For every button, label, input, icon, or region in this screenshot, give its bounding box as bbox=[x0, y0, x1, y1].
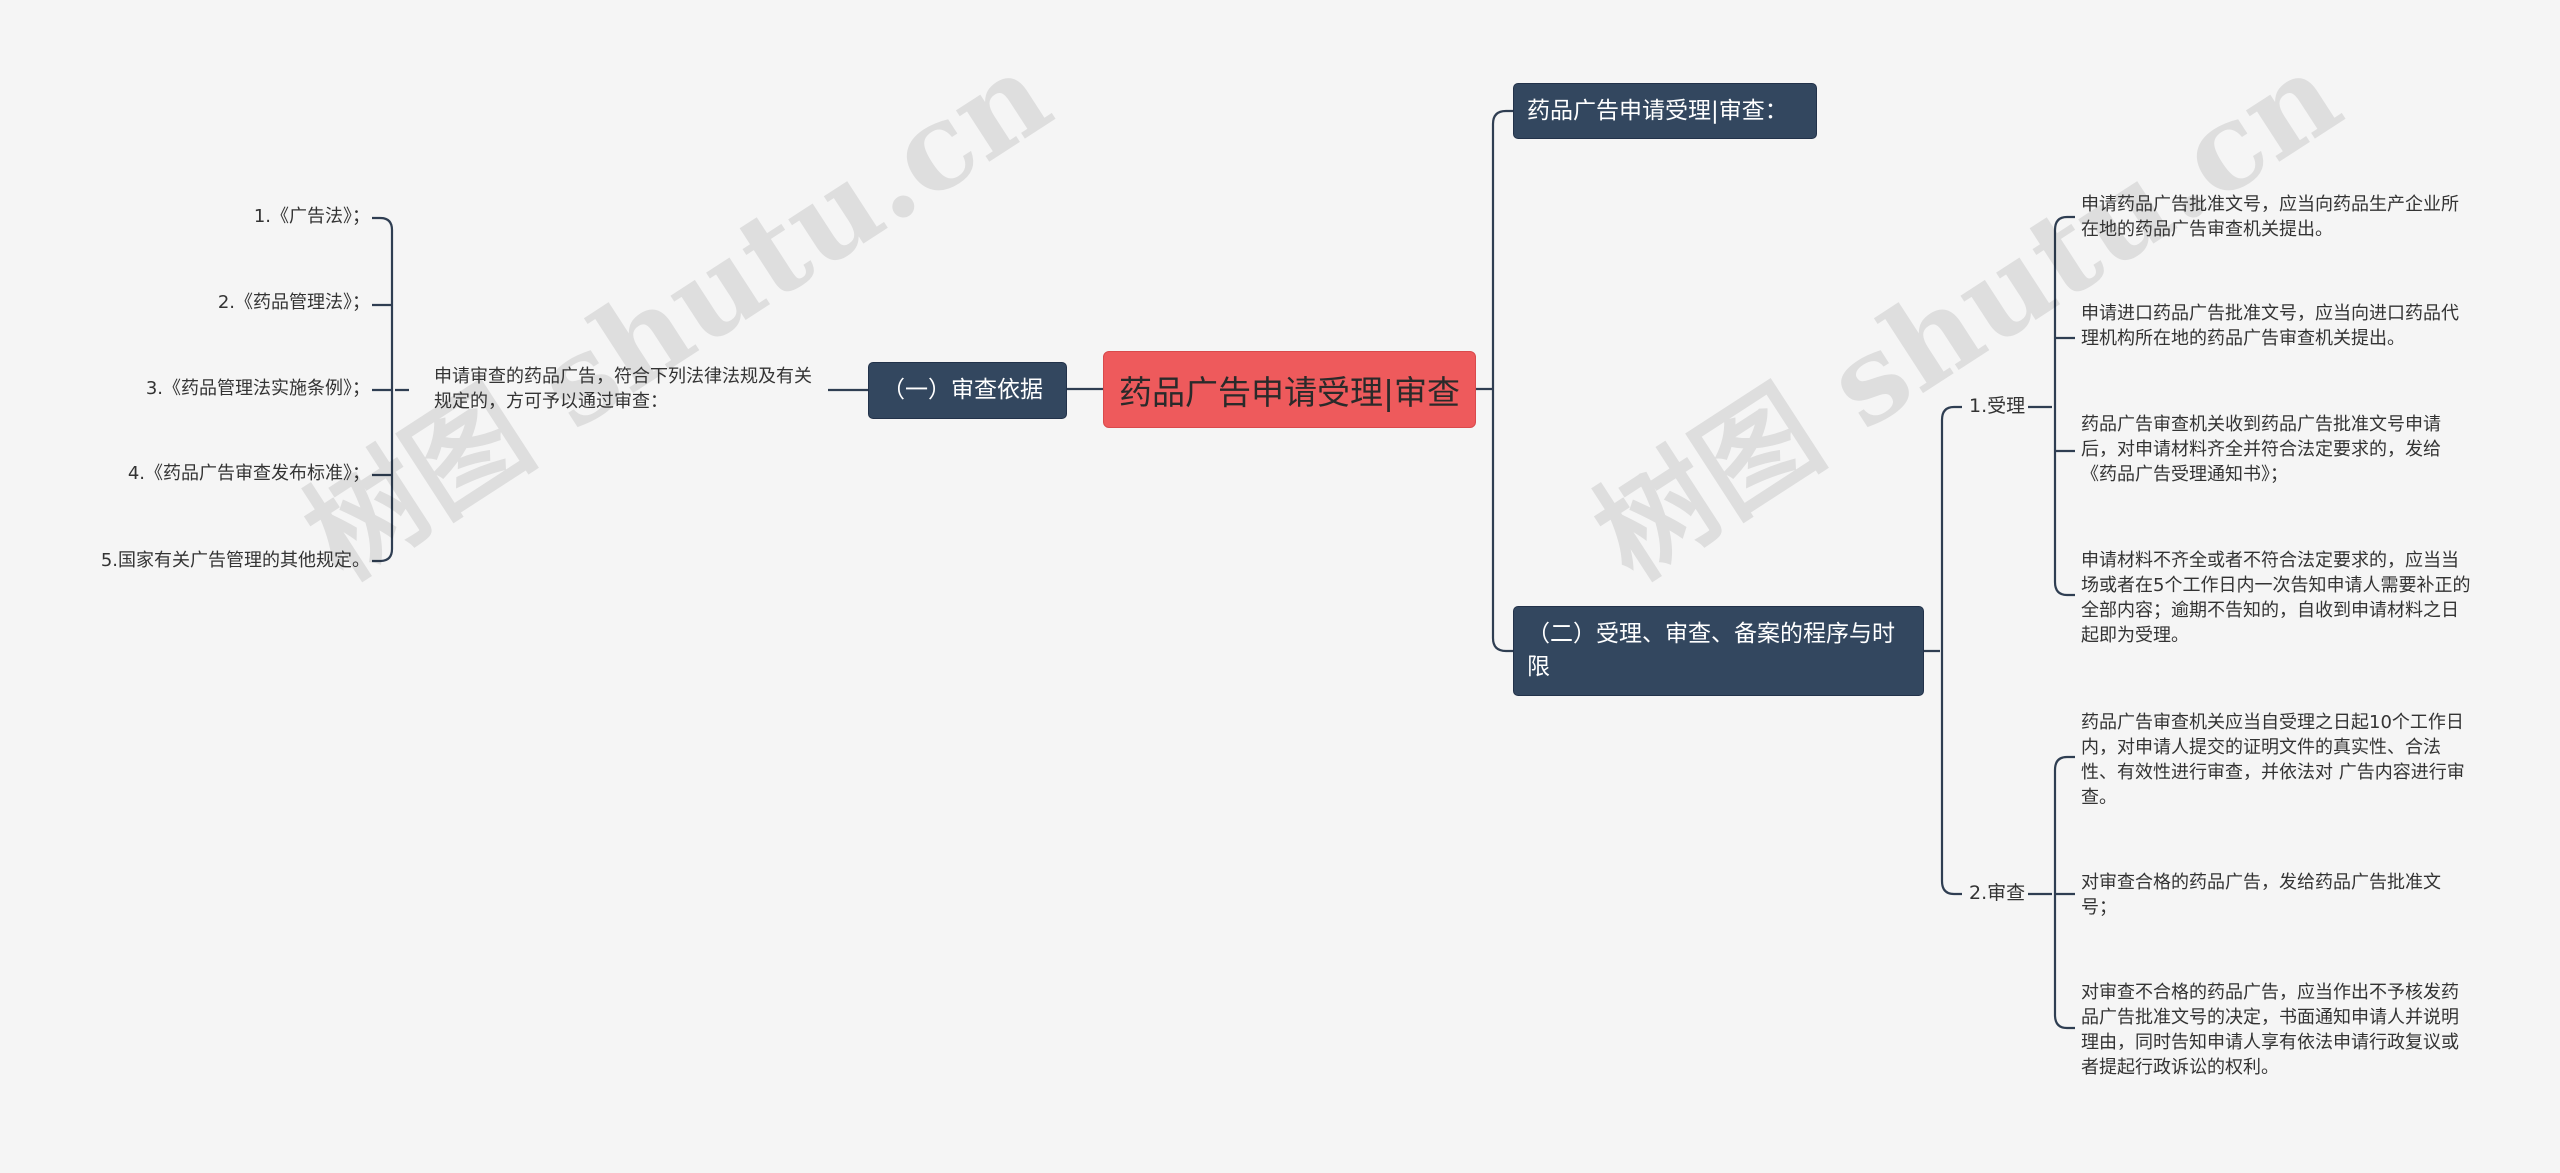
acceptance-item-1[interactable]: 申请药品广告批准文号，应当向药品生产企业所在地的药品广告审查机关提出。 bbox=[2081, 194, 2459, 240]
basis-item-4[interactable]: 4.《药品广告审查发布标准》； bbox=[127, 463, 370, 484]
branch-node-procedure-label: （二）受理、审查、备案的程序与时限 bbox=[1527, 621, 1895, 680]
review-label[interactable]: 2.审查 bbox=[1969, 882, 2026, 904]
acceptance-item-4[interactable]: 申请材料不齐全或者不符合法定要求的，应当当场或者在5个工作日内一次告知申请人需要… bbox=[2081, 550, 2471, 646]
connector-proc-bracket bbox=[1924, 405, 1962, 896]
review-item-2[interactable]: 对审查合格的药品广告，发给药品广告批准文号； bbox=[2081, 872, 2441, 918]
branch-node-basis[interactable]: （一）审查依据 bbox=[868, 362, 1067, 419]
review-item-1[interactable]: 药品广告审查机关应当自受理之日起10个工作日内，对申请人提交的证明文件的真实性、… bbox=[2081, 712, 2465, 808]
basis-item-1[interactable]: 1.《广告法》； bbox=[253, 206, 370, 227]
connector-review-bracket bbox=[2028, 755, 2075, 1030]
basis-item-2[interactable]: 2.《药品管理法》； bbox=[217, 292, 370, 313]
review-item-3[interactable]: 对审查不合格的药品广告，应当作出不予核发药品广告批准文号的决定，书面通知申请人并… bbox=[2081, 982, 2459, 1078]
branch-node-title[interactable]: 药品广告申请受理|审查： bbox=[1513, 83, 1817, 139]
basis-item-3[interactable]: 3.《药品管理法实施条例》； bbox=[145, 378, 370, 399]
acceptance-label[interactable]: 1.受理 bbox=[1969, 395, 2026, 417]
acceptance-item-3[interactable]: 药品广告审查机关收到药品广告批准文号申请后，对申请材料齐全并符合法定要求的，发给… bbox=[2081, 414, 2441, 485]
acceptance-item-2[interactable]: 申请进口药品广告批准文号，应当向进口药品代理机构所在地的药品广告审查机关提出。 bbox=[2081, 303, 2459, 349]
root-node[interactable]: 药品广告申请受理|审查 bbox=[1103, 351, 1476, 428]
connector-accept-bracket bbox=[2028, 215, 2075, 597]
basis-item-5[interactable]: 5.国家有关广告管理的其他规定。 bbox=[100, 550, 370, 571]
branch-node-procedure[interactable]: （二）受理、审查、备案的程序与时限 bbox=[1513, 606, 1924, 696]
connector-basis-bracket bbox=[372, 216, 409, 563]
connector-right-spine bbox=[1491, 109, 1513, 653]
basis-intro[interactable]: 申请审查的药品广告，符合下列法律法规及有关规定的，方可予以通过审查： bbox=[434, 366, 812, 412]
